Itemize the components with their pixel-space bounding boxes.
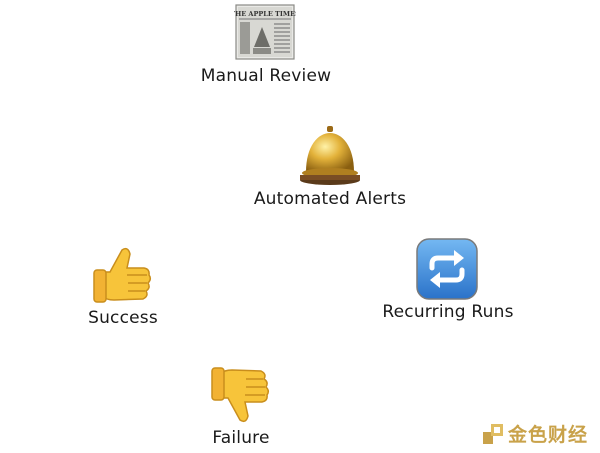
failure-label: Failure xyxy=(212,428,270,448)
manual-review-label: Manual Review xyxy=(200,66,332,86)
thumbs-down-icon xyxy=(211,367,270,423)
watermark-logo-icon xyxy=(483,423,503,444)
repeat-icon xyxy=(416,238,478,300)
success-label: Success xyxy=(88,308,158,328)
thumbs-up-icon xyxy=(93,247,152,303)
watermark-text: 金色财经 xyxy=(508,424,589,446)
automated-alerts-label: Automated Alerts xyxy=(253,189,407,209)
recurring-runs-label: Recurring Runs xyxy=(382,302,514,322)
bell-icon xyxy=(300,126,360,185)
watermark: 金色财经 xyxy=(482,420,588,447)
newspaper-icon: THE APPLE TIMES xyxy=(234,4,296,60)
newspaper-masthead: THE APPLE TIMES xyxy=(234,10,296,18)
